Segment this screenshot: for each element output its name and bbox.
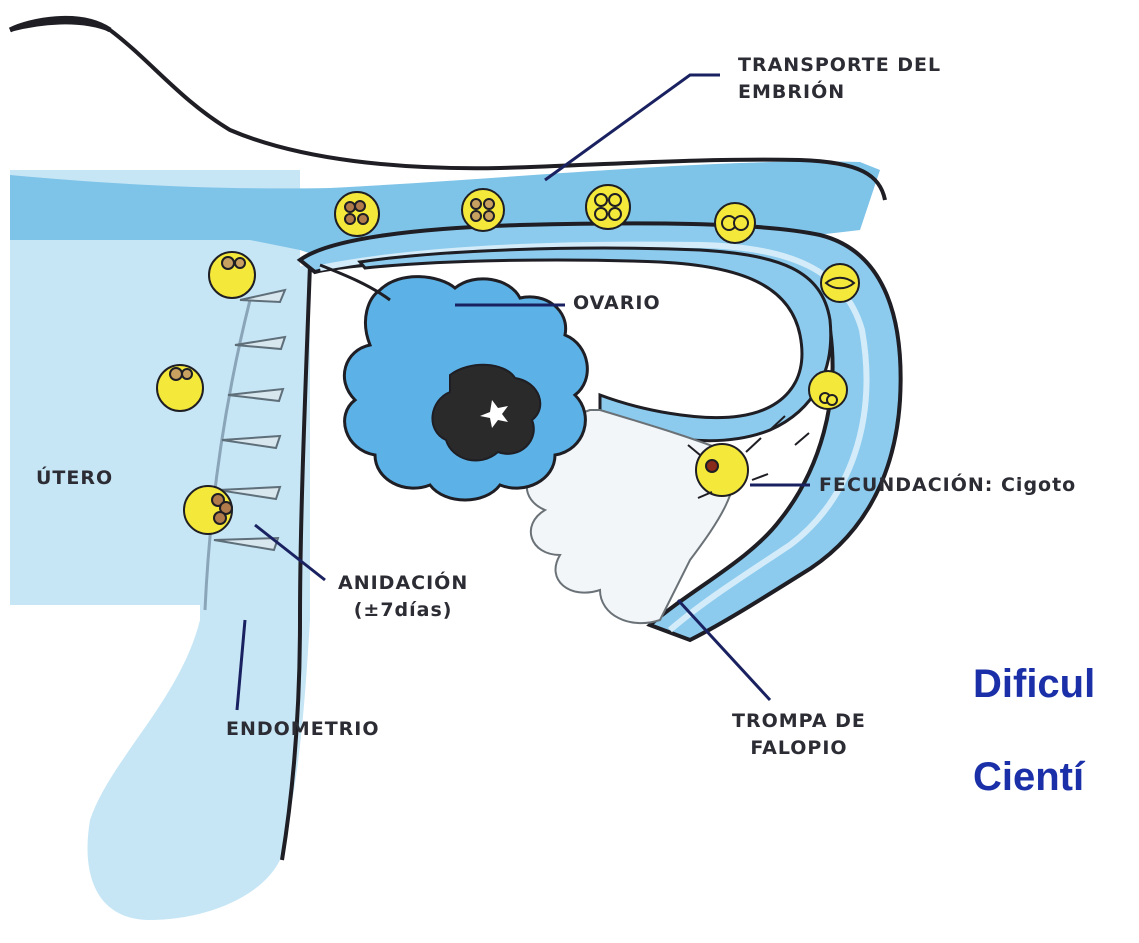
label-anidacion-line1: ANIDACIÓN bbox=[338, 570, 468, 597]
label-trompa-line2: FALOPIO bbox=[732, 735, 866, 762]
label-endometrio: ENDOMETRIO bbox=[226, 716, 380, 743]
overlay-heading-line2: Cientí bbox=[973, 755, 1084, 800]
label-utero: ÚTERO bbox=[36, 465, 113, 492]
label-anidacion: ANIDACIÓN (±7días) bbox=[338, 570, 468, 624]
four-cell-stage bbox=[586, 185, 630, 229]
label-trompa-line1: TROMPA DE bbox=[732, 708, 866, 735]
label-trompa: TROMPA DE FALOPIO bbox=[732, 708, 866, 762]
label-anidacion-line2: (±7días) bbox=[338, 597, 468, 624]
label-transporte-line2: EMBRIÓN bbox=[738, 79, 941, 106]
label-ovario: OVARIO bbox=[573, 290, 661, 317]
morula-stage bbox=[335, 192, 379, 236]
overlay-heading-line1: Dificul bbox=[973, 662, 1095, 707]
eight-cell-stage bbox=[462, 189, 504, 231]
zygote-cell bbox=[696, 444, 748, 496]
label-transporte: TRANSPORTE DEL EMBRIÓN bbox=[738, 52, 941, 106]
label-transporte-line1: TRANSPORTE DEL bbox=[738, 52, 941, 79]
label-fecundacion: FECUNDACIÓN: Cigoto bbox=[819, 472, 1076, 499]
